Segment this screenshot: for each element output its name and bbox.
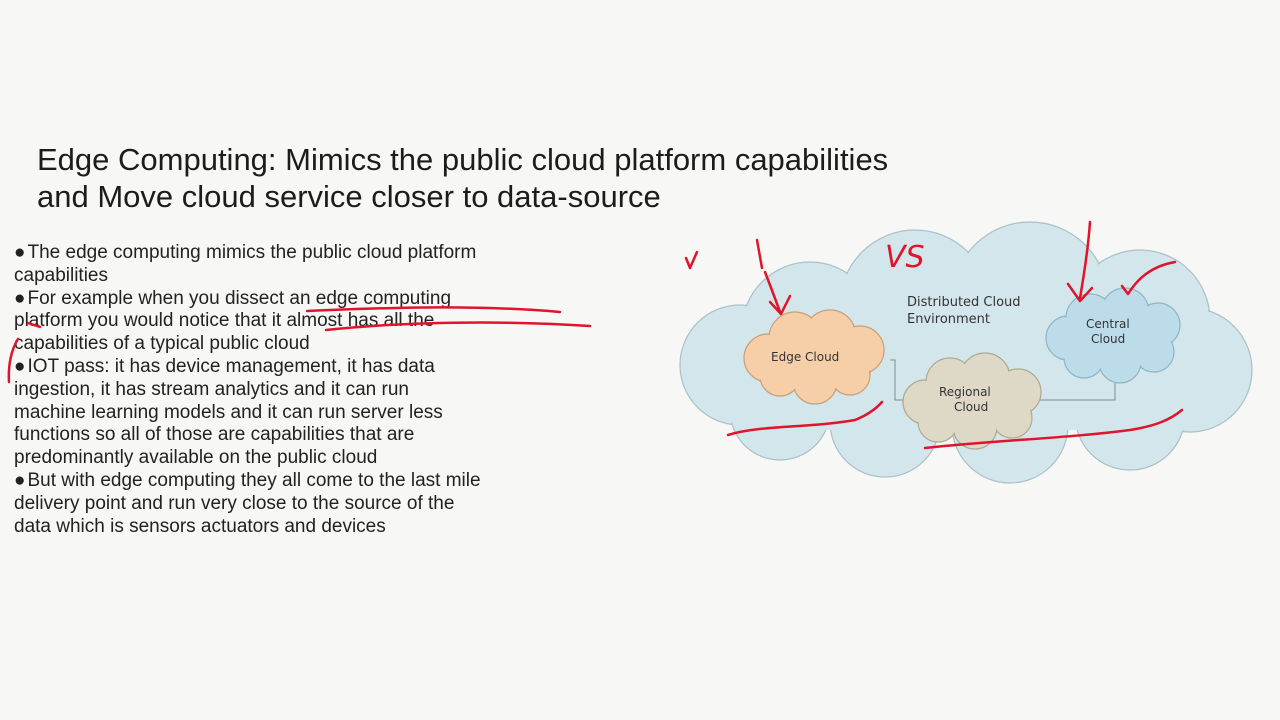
bullet-item: ●But with edge computing they all come t… [14, 470, 684, 538]
bullet-list: ●The edge computing mimics the public cl… [14, 242, 684, 538]
bullet-text: For example when you dissect an edge com… [27, 287, 452, 309]
central-cloud-label: Cloud [1091, 332, 1125, 346]
ink-annotations-diagram [684, 220, 1184, 450]
bullet-text: capabilities of a typical public cloud [14, 333, 310, 355]
bullet-text: ingestion, it has stream analytics and i… [14, 378, 409, 400]
ink-annotation-vs: VS [885, 240, 925, 275]
distributed-cloud-diagram: Distributed Cloud Environment Edge Cloud… [679, 220, 1253, 484]
bullet-item: ●IOT pass: it has device management, it … [14, 356, 684, 470]
central-cloud-label: Central [1086, 317, 1130, 331]
bullet-text: platform you would notice that it almost… [14, 310, 435, 332]
bullet-text: predominantly available on the public cl… [14, 447, 378, 469]
bullet-item: ●The edge computing mimics the public cl… [14, 242, 684, 288]
bullet-marker: ● [14, 469, 26, 491]
ink-underline [726, 400, 884, 437]
bullet-marker: ● [14, 242, 26, 263]
title-line-1: Edge Computing: Mimics the public cloud … [37, 142, 889, 177]
ink-stroke [755, 238, 764, 270]
bullet-text: But with edge computing they all come to… [27, 469, 481, 491]
outer-cloud-label: Distributed Cloud [907, 295, 1021, 310]
ink-underline [923, 408, 1184, 450]
ink-tick [684, 250, 699, 270]
bullet-text: IOT pass: it has device management, it h… [27, 355, 435, 377]
ink-arrow [763, 270, 782, 314]
ink-arrow-head [1066, 282, 1094, 303]
bullet-marker: ● [14, 355, 26, 377]
outer-cloud-label: Environment [907, 312, 990, 327]
ink-arrow [1078, 220, 1092, 300]
central-cloud-shape [1045, 287, 1181, 384]
title-line-2: and Move cloud service closer to data-so… [37, 179, 661, 214]
bullet-text: capabilities [14, 264, 108, 286]
ink-check [1120, 260, 1177, 296]
bullet-item: ●For example when you dissect an edge co… [14, 288, 684, 356]
regional-cloud-shape [902, 352, 1042, 450]
edge-cloud-shape [743, 309, 885, 405]
slide-title: Edge Computing: Mimics the public cloud … [37, 141, 1237, 215]
regional-cloud-label: Regional [939, 385, 991, 399]
ink-arrow-head [768, 294, 792, 316]
bullet-marker: ● [14, 287, 26, 309]
bullet-text: delivery point and run very close to the… [14, 492, 455, 514]
bullet-text: data which is sensors actuators and devi… [14, 515, 386, 537]
edge-cloud-label: Edge Cloud [771, 350, 839, 364]
regional-cloud-label: Cloud [954, 400, 988, 414]
bullet-text: machine learning models and it can run s… [14, 401, 443, 423]
bullet-text: The edge computing mimics the public clo… [27, 242, 477, 263]
bullet-text: functions so all of those are capabiliti… [14, 424, 415, 446]
